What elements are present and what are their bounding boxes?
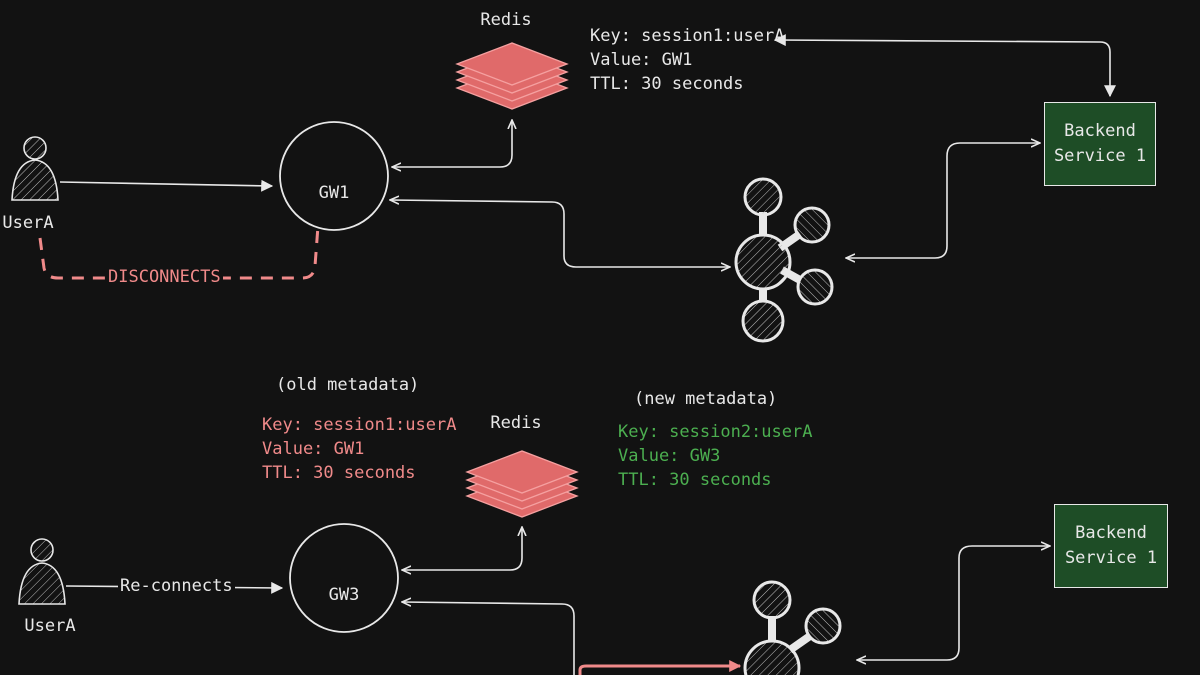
bottom-gw3-redis-arrow (402, 527, 522, 570)
top-disconnect-label: DISCONNECTS (106, 265, 223, 289)
old-metadata-ttl: TTL: 30 seconds (262, 463, 416, 483)
top-user-to-gw1-arrow (59, 179, 274, 192)
bottom-user-label: UserA (24, 616, 76, 636)
top-metadata-value: Value: GW1 (590, 50, 693, 70)
bottom-backend-service-box: Backend Service 1 (1054, 504, 1168, 588)
top-kafka-backend-arrow (846, 143, 1040, 258)
bottom-kafka-backend-arrow (857, 546, 1050, 660)
top-metadata-backend-arrow (773, 34, 1116, 98)
top-kafka-cluster-icon (734, 177, 834, 343)
top-redis-label: Redis (480, 10, 532, 30)
bottom-gw3-node (289, 523, 399, 633)
bottom-gw3-label: GW3 (328, 585, 360, 605)
bottom-redis-icon (465, 450, 579, 518)
new-metadata-title: (new metadata) (634, 389, 778, 409)
top-gw1-node (279, 121, 389, 231)
bottom-reconnect-label: Re-connects (118, 574, 235, 598)
top-metadata-key: Key: session1:userA (590, 26, 785, 46)
top-redis-icon (455, 42, 569, 110)
bottom-gw3-kafka-arrow (402, 602, 575, 675)
top-metadata-ttl: TTL: 30 seconds (590, 74, 744, 94)
old-metadata-key: Key: session1:userA (262, 415, 457, 435)
top-gw1-redis-arrow (392, 120, 512, 167)
bottom-pink-arrow (578, 660, 742, 675)
bottom-user-icon (18, 538, 66, 605)
top-user-label: UserA (2, 213, 54, 233)
top-gw1-kafka-arrow (390, 200, 730, 267)
new-metadata-key: Key: session2:userA (618, 422, 813, 442)
bottom-kafka-cluster-icon (743, 580, 842, 675)
top-user-icon (11, 136, 59, 201)
top-gw1-label: GW1 (318, 183, 350, 203)
top-backend-service-box: Backend Service 1 (1044, 102, 1156, 186)
old-metadata-value: Value: GW1 (262, 439, 365, 459)
old-metadata-title: (old metadata) (276, 375, 420, 395)
new-metadata-ttl: TTL: 30 seconds (618, 470, 772, 490)
bottom-redis-label: Redis (490, 413, 542, 433)
new-metadata-value: Value: GW3 (618, 446, 721, 466)
